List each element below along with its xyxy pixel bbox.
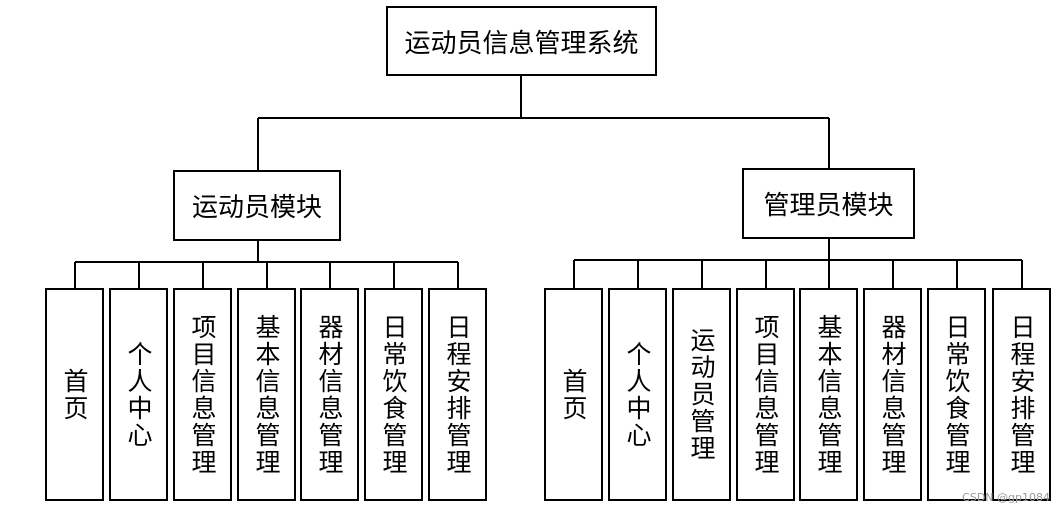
module-label: 管理员模块	[763, 191, 894, 221]
athlete-leaf-profile: 个人中心	[109, 288, 168, 501]
leaf-label: 基本信息管理	[252, 313, 281, 476]
leaf-label: 首页	[60, 367, 89, 422]
admin-leaf-schedule: 日程安排管理	[992, 288, 1051, 501]
leaf-label: 日程安排管理	[443, 313, 472, 476]
athlete-leaf-basic-info: 基本信息管理	[237, 288, 296, 501]
leaf-label: 日常饮食管理	[379, 313, 408, 476]
module-admin: 管理员模块	[742, 168, 915, 239]
leaf-label: 器材信息管理	[878, 313, 907, 476]
leaf-label: 项目信息管理	[188, 313, 217, 476]
module-athlete: 运动员模块	[173, 170, 341, 241]
athlete-leaf-daily-diet: 日常饮食管理	[364, 288, 423, 501]
leaf-label: 运动员管理	[687, 327, 716, 462]
athlete-leaf-project-info: 项目信息管理	[173, 288, 232, 501]
root-node: 运动员信息管理系统	[386, 6, 657, 76]
leaf-label: 日常饮食管理	[942, 313, 971, 476]
leaf-label: 首页	[559, 367, 588, 422]
leaf-label: 器材信息管理	[315, 313, 344, 476]
admin-leaf-project-info: 项目信息管理	[736, 288, 795, 501]
leaf-label: 个人中心	[124, 340, 153, 449]
watermark: CSDN @gp1084	[962, 491, 1050, 504]
admin-leaf-profile: 个人中心	[608, 288, 667, 501]
admin-leaf-daily-diet: 日常饮食管理	[927, 288, 986, 501]
admin-leaf-home: 首页	[544, 288, 603, 501]
admin-leaf-basic-info: 基本信息管理	[799, 288, 858, 501]
athlete-leaf-equipment-info: 器材信息管理	[300, 288, 359, 501]
module-label: 运动员模块	[191, 193, 322, 223]
leaf-label: 日程安排管理	[1007, 313, 1036, 476]
admin-leaf-athlete-mgmt: 运动员管理	[672, 288, 731, 501]
athlete-leaf-home: 首页	[45, 288, 104, 501]
leaf-label: 项目信息管理	[751, 313, 780, 476]
admin-leaf-equipment-info: 器材信息管理	[863, 288, 922, 501]
athlete-leaf-schedule: 日程安排管理	[428, 288, 487, 501]
leaf-label: 个人中心	[623, 340, 652, 449]
root-label: 运动员信息管理系统	[404, 28, 639, 59]
leaf-label: 基本信息管理	[814, 313, 843, 476]
